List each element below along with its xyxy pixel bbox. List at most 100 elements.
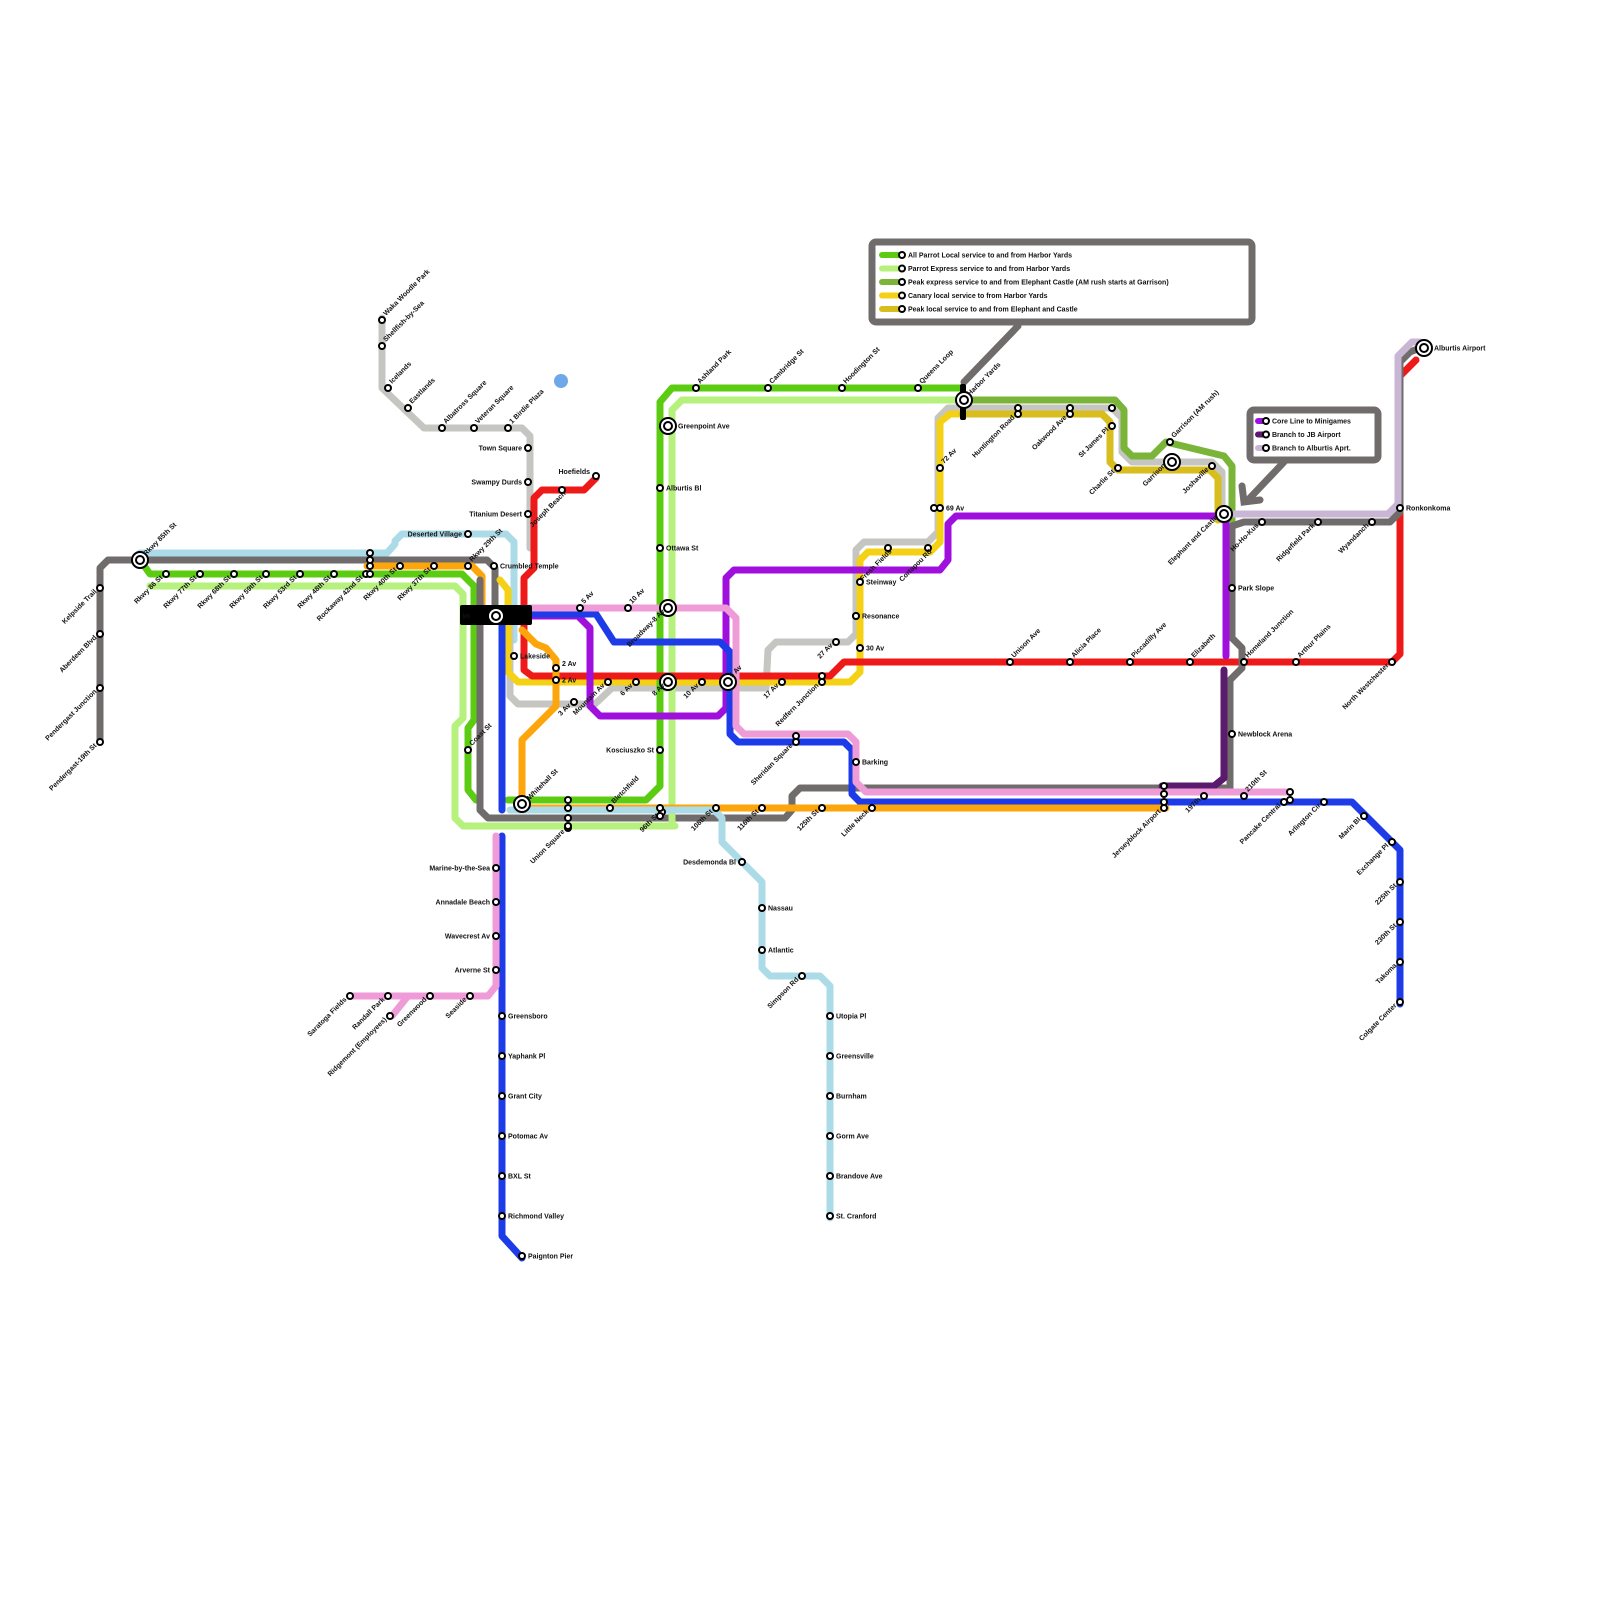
station-marker[interactable] <box>385 993 391 999</box>
station-marker[interactable] <box>931 505 937 511</box>
station-marker[interactable] <box>1201 793 1207 799</box>
station-marker[interactable] <box>1127 659 1133 665</box>
station-marker[interactable] <box>1293 659 1299 665</box>
station-marker[interactable] <box>499 1013 505 1019</box>
station-marker[interactable] <box>499 1133 505 1139</box>
station-marker[interactable] <box>467 993 473 999</box>
station-marker[interactable] <box>657 813 663 819</box>
station-marker[interactable] <box>367 571 373 577</box>
station-marker[interactable] <box>779 679 785 685</box>
station-marker[interactable] <box>799 973 805 979</box>
station-marker[interactable] <box>1015 405 1021 411</box>
station-marker[interactable] <box>1361 813 1367 819</box>
station-marker[interactable] <box>553 677 559 683</box>
station-marker[interactable] <box>833 639 839 645</box>
station-marker[interactable] <box>657 805 663 811</box>
station-marker[interactable] <box>577 605 583 611</box>
station-marker[interactable] <box>1397 959 1403 965</box>
station-marker[interactable] <box>1007 659 1013 665</box>
station-marker[interactable] <box>1389 839 1395 845</box>
station-marker[interactable] <box>857 645 863 651</box>
station-marker[interactable] <box>937 465 943 471</box>
station-marker[interactable] <box>565 815 571 821</box>
station-marker[interactable] <box>379 343 385 349</box>
station-marker[interactable] <box>347 993 353 999</box>
station-marker[interactable] <box>827 1133 833 1139</box>
station-marker[interactable] <box>1369 519 1375 525</box>
station-marker[interactable] <box>1167 439 1173 445</box>
station-marker[interactable] <box>499 1053 505 1059</box>
station-marker[interactable] <box>499 1173 505 1179</box>
station-marker[interactable] <box>297 571 303 577</box>
station-marker[interactable] <box>1161 791 1167 797</box>
station-marker[interactable] <box>163 571 169 577</box>
station-marker[interactable] <box>427 993 433 999</box>
station-marker[interactable] <box>793 733 799 739</box>
station-marker[interactable] <box>657 485 663 491</box>
station-marker[interactable] <box>499 1213 505 1219</box>
station-marker[interactable] <box>367 550 373 556</box>
station-marker[interactable] <box>607 805 613 811</box>
station-marker[interactable] <box>1067 659 1073 665</box>
station-marker[interactable] <box>97 585 103 591</box>
station-marker[interactable] <box>565 823 571 829</box>
station-marker[interactable] <box>263 571 269 577</box>
station-marker[interactable] <box>853 613 859 619</box>
station-marker[interactable] <box>1161 799 1167 805</box>
station-marker[interactable] <box>839 385 845 391</box>
station-marker[interactable] <box>525 511 531 517</box>
station-marker[interactable] <box>1241 793 1247 799</box>
station-marker[interactable] <box>827 1173 833 1179</box>
station-marker[interactable] <box>765 385 771 391</box>
station-marker[interactable] <box>827 1013 833 1019</box>
station-marker[interactable] <box>197 571 203 577</box>
station-marker[interactable] <box>511 653 517 659</box>
station-marker[interactable] <box>367 563 373 569</box>
station-marker[interactable] <box>869 805 875 811</box>
station-marker[interactable] <box>1067 405 1073 411</box>
station-marker[interactable] <box>1397 919 1403 925</box>
station-marker[interactable] <box>1389 659 1395 665</box>
station-marker[interactable] <box>1229 585 1235 591</box>
station-marker[interactable] <box>385 385 391 391</box>
station-marker[interactable] <box>1109 423 1115 429</box>
station-marker[interactable] <box>397 563 403 569</box>
station-marker[interactable] <box>633 679 639 685</box>
station-marker[interactable] <box>465 563 471 569</box>
station-marker[interactable] <box>1259 519 1265 525</box>
station-marker[interactable] <box>431 563 437 569</box>
station-marker[interactable] <box>493 967 499 973</box>
station-marker[interactable] <box>499 1093 505 1099</box>
station-marker[interactable] <box>1315 519 1321 525</box>
station-marker[interactable] <box>97 631 103 637</box>
station-marker[interactable] <box>505 425 511 431</box>
station-marker[interactable] <box>657 545 663 551</box>
station-marker[interactable] <box>493 933 499 939</box>
station-marker[interactable] <box>1187 659 1193 665</box>
station-marker[interactable] <box>525 445 531 451</box>
station-marker[interactable] <box>853 759 859 765</box>
station-marker[interactable] <box>625 605 631 611</box>
station-marker[interactable] <box>493 865 499 871</box>
station-marker[interactable] <box>439 425 445 431</box>
station-marker[interactable] <box>465 747 471 753</box>
station-marker[interactable] <box>1321 799 1327 805</box>
station-marker[interactable] <box>97 685 103 691</box>
station-marker[interactable] <box>405 405 411 411</box>
station-marker[interactable] <box>915 385 921 391</box>
station-marker[interactable] <box>1115 465 1121 471</box>
station-marker[interactable] <box>739 859 745 865</box>
station-marker[interactable] <box>565 797 571 803</box>
station-marker[interactable] <box>1397 999 1403 1005</box>
station-marker[interactable] <box>699 679 705 685</box>
station-marker[interactable] <box>759 905 765 911</box>
station-marker[interactable] <box>827 1093 833 1099</box>
station-marker[interactable] <box>465 531 471 537</box>
station-marker[interactable] <box>471 425 477 431</box>
station-marker[interactable] <box>571 699 577 705</box>
station-marker[interactable] <box>553 665 559 671</box>
station-marker[interactable] <box>525 479 531 485</box>
station-marker[interactable] <box>519 1253 525 1259</box>
station-marker[interactable] <box>1209 463 1215 469</box>
station-marker[interactable] <box>827 1213 833 1219</box>
